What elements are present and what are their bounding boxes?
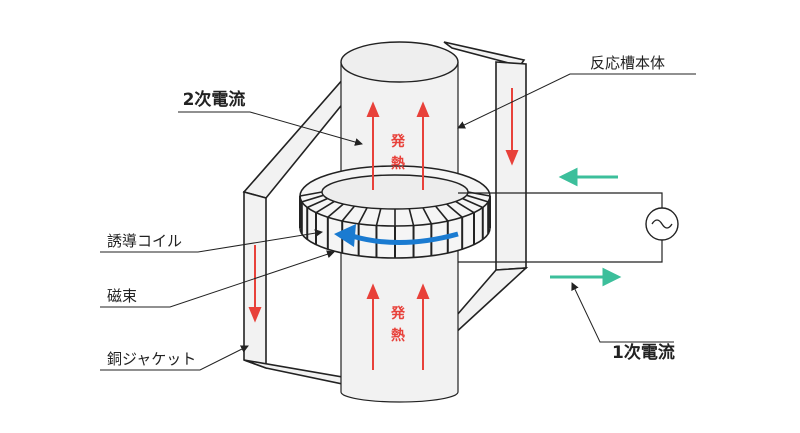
- coil-rib-top: [466, 194, 489, 203]
- label-secondary-current: 2次電流: [183, 89, 246, 110]
- coil-rib-top: [299, 191, 323, 197]
- heat-label-upper-1: 発: [390, 133, 406, 150]
- secondary-current-arrows: [366, 101, 430, 370]
- coil-rib-top: [301, 194, 324, 203]
- coil-rib-top: [306, 197, 328, 209]
- label-primary-current: 1次電流: [612, 342, 675, 363]
- heat-label-upper-2: 熱: [391, 155, 405, 172]
- label-copper-jacket: 銅ジャケット: [107, 350, 196, 368]
- copper-jacket: [242, 41, 529, 388]
- coil-rib-top: [357, 207, 368, 225]
- coil-rib-top: [446, 203, 463, 218]
- label-magnetic-flux: 磁束: [107, 287, 137, 305]
- heat-label-lower-1: 発: [390, 305, 406, 322]
- coil-rib-top: [315, 200, 335, 214]
- coil-rib-top: [455, 200, 475, 214]
- coil-rib-top: [408, 208, 415, 226]
- coil-rib-top: [327, 203, 344, 218]
- label-induction-coil: 誘導コイル: [107, 232, 182, 250]
- coil-rib-top: [462, 197, 484, 209]
- coil-rib-top: [422, 207, 433, 225]
- coil-rib-top: [434, 205, 449, 222]
- magnetic-flux-arrow: [334, 224, 459, 247]
- coil-rib-top: [375, 208, 382, 226]
- heat-label-lower-2: 熱: [391, 327, 405, 344]
- jacket-current-arrows: [248, 88, 519, 323]
- leader-lines: [100, 73, 696, 371]
- primary-current-arrows: [550, 167, 622, 287]
- coil-rib-top: [341, 205, 356, 222]
- label-reactor-body: 反応槽本体: [590, 54, 665, 72]
- primary-circuit: [458, 192, 679, 263]
